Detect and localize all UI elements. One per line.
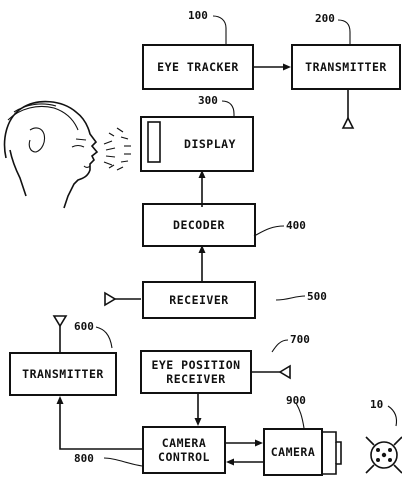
camera-control-block: CAMERA CONTROL — [142, 426, 226, 474]
eye-tracker-block: EYE TRACKER — [142, 44, 254, 90]
ref-500: 500 — [307, 290, 327, 303]
ref-400: 400 — [286, 219, 306, 232]
antenna-eye-position-receiver — [252, 364, 291, 380]
ball-camera-illustration — [365, 436, 402, 474]
viewer-head-illustration — [3, 100, 99, 209]
transmitter-top-label: TRANSMITTER — [305, 60, 387, 74]
display-label: DISPLAY — [184, 137, 236, 151]
ref-10: 10 — [370, 398, 384, 411]
eye-position-receiver-block: EYE POSITION RECEIVER — [140, 350, 252, 394]
ref-700: 700 — [290, 333, 310, 346]
transmitter-top-block: TRANSMITTER — [291, 44, 401, 90]
ref-300: 300 — [198, 94, 218, 107]
ref-200: 200 — [315, 12, 335, 25]
arrow-receiver-to-decoder — [198, 245, 206, 283]
ref-900: 900 — [286, 394, 306, 407]
camera-label: CAMERA — [270, 445, 316, 459]
camera-lens — [323, 431, 342, 475]
arrow-eyetracker-to-transmitter — [254, 63, 291, 71]
antenna-receiver — [104, 291, 141, 307]
ref-800: 800 — [74, 452, 94, 465]
ref-100: 100 — [188, 9, 208, 22]
receiver-block: RECEIVER — [142, 281, 256, 319]
display-block: DISPLAY — [140, 116, 254, 172]
eye-tracker-label: EYE TRACKER — [157, 60, 239, 74]
transmitter-left-block: TRANSMITTER — [9, 352, 117, 396]
eye-position-receiver-label-line2: RECEIVER — [166, 372, 226, 386]
camera-control-label-line1: CAMERA — [161, 436, 207, 450]
gaze-rays — [103, 127, 131, 171]
arrow-eyeposition-to-cameracontrol — [194, 394, 202, 426]
decoder-label: DECODER — [173, 218, 225, 232]
decoder-block: DECODER — [142, 203, 256, 247]
display-screen — [147, 121, 161, 163]
antenna-left-transmitter — [52, 315, 68, 354]
ref-600: 600 — [74, 320, 94, 333]
camera-control-label-line2: CONTROL — [158, 450, 210, 464]
camera-block: CAMERA — [263, 428, 323, 476]
arrow-decoder-to-display — [198, 170, 206, 207]
eye-position-receiver-label-line1: EYE POSITION — [151, 358, 241, 372]
antenna-top-transmitter — [341, 88, 355, 129]
receiver-label: RECEIVER — [169, 293, 229, 307]
arrow-cameracontrol-to-transmitter — [56, 396, 142, 450]
reference-leaders — [95, 15, 398, 467]
arrows-cameracontrol-camera — [226, 439, 263, 466]
transmitter-left-label: TRANSMITTER — [22, 367, 104, 381]
